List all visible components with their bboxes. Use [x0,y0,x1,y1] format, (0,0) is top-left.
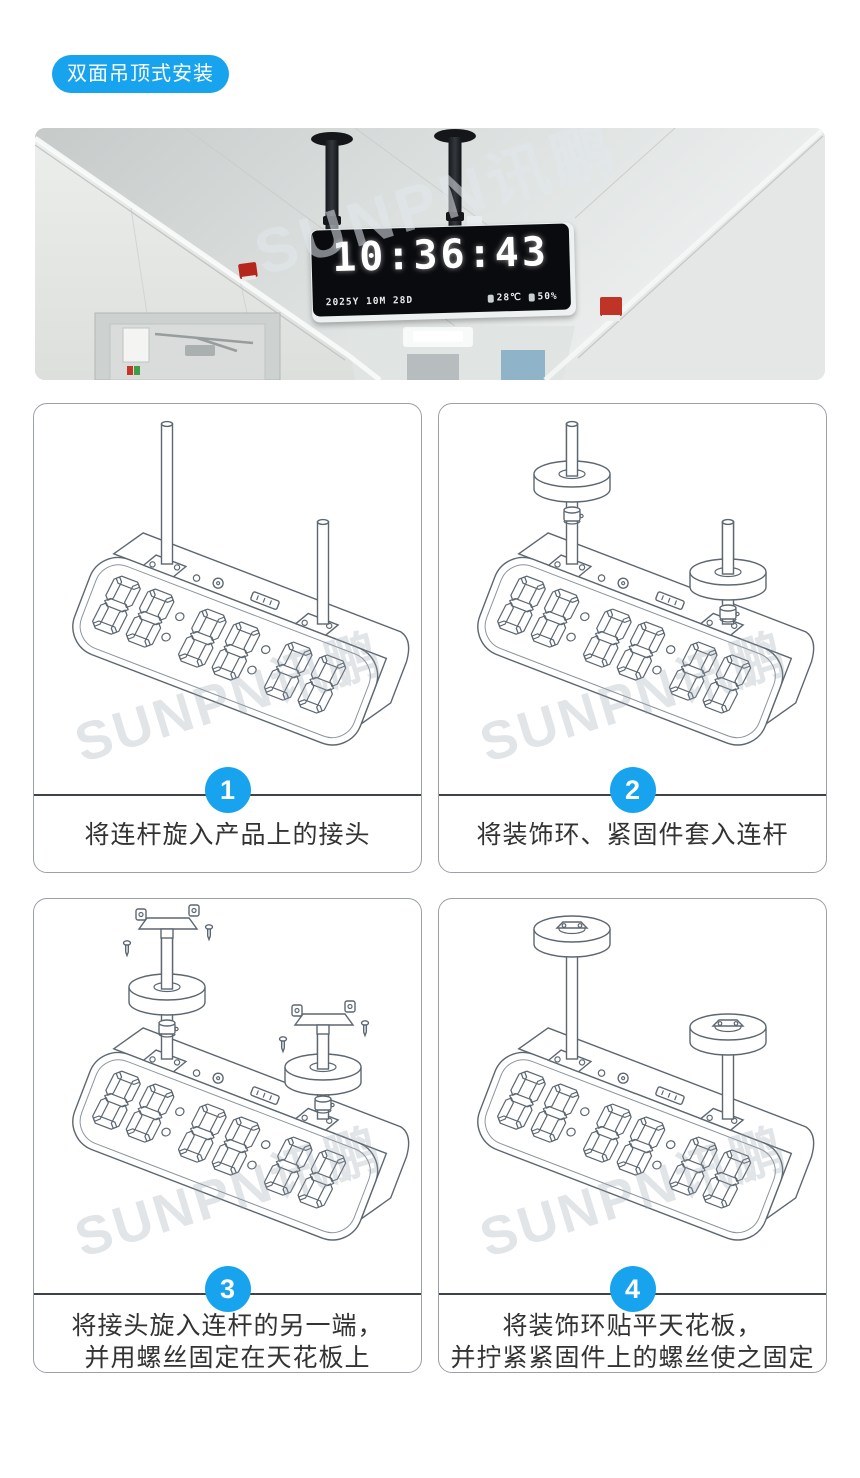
seven-segment-digits [91,575,346,714]
step-caption: 将装饰环、紧固件套入连杆 [476,821,789,849]
fastener [718,604,740,623]
step-caption: 将接头旋入连杆的另一端， 并用螺丝固定在天花板上 [71,1312,384,1372]
step-number-badge: 1 [204,767,251,813]
fastener [157,1019,179,1038]
ceiling-bracket [710,1019,745,1027]
ceiling-mount-pole-right [434,129,482,229]
alarm-strobe-left [238,262,258,281]
knob-icon [616,1072,629,1084]
clock-body [476,1027,814,1241]
knob-icon [211,577,224,589]
section-title-badge: 双面吊顶式安装 [52,55,229,93]
fastener [313,1095,335,1114]
step-panel-4: SUNPN讯鹏 4 将装饰环贴平天花板， 并拧紧紧固件上的螺丝使之固定 [438,898,827,1373]
ceiling-bracket [290,1000,356,1035]
step-caption: 将连杆旋入产品上的接头 [84,821,371,849]
step-caption: 将装饰环贴平天花板， 并拧紧紧固件上的螺丝使之固定 [450,1312,815,1372]
knob-icon [211,1072,224,1084]
ceiling-mount-pole-left [311,132,353,232]
step-2-illustration: SUNPN讯鹏 [439,404,826,795]
button-icon [192,1069,200,1077]
step-panel-1: SUNPN讯鹏 1 将连杆旋入产品上的接头 [33,403,422,873]
seven-segment-digits [91,1070,346,1209]
connecting-rod [721,518,734,575]
screw-icon [278,1036,287,1054]
ceiling-bracket [554,921,589,929]
door-indicator-green [134,366,140,375]
clock-time: 10:36:43 [331,229,550,282]
left-wall-trim-shadow [35,144,346,361]
connecting-rod [316,518,329,625]
screw-icon [204,924,213,942]
clock-line-art [71,420,409,746]
ceiling-bracket [134,904,200,939]
temperature-reading: 28℃ [496,291,522,304]
connecting-rod [565,420,578,477]
decorative-ring [127,973,206,1016]
mount-plate [141,554,187,578]
screw-icon [122,940,131,958]
seven-segment-digits [496,575,751,714]
seven-segment-digits [496,1070,751,1209]
door-indicator-red [127,366,133,375]
door-closer-body [185,345,215,356]
clock-display: 10:36:43 2025Y 10M 28D 28℃ 50% [310,223,572,317]
humidity-reading: 50% [537,290,558,303]
knob-icon [616,577,629,589]
mounting-flange [434,129,476,143]
connecting-rod [160,420,173,565]
pole-collar [446,212,464,221]
right-wall-trim [543,128,825,380]
mount-plate [546,1049,592,1073]
blue-door [501,350,545,380]
step-3-illustration: SUNPN讯鹏 [34,899,421,1290]
button-icon [597,1069,605,1077]
ceiling-light-core [413,331,463,342]
alarm-strobe-right [600,297,622,321]
door-closer-arm [154,332,254,353]
screw-icon [360,1020,369,1038]
step-number-badge: 2 [609,767,656,813]
clock-body [71,1027,409,1241]
clock-line-art [476,915,814,1241]
left-door-unit [94,312,281,380]
decorative-ring [532,915,611,958]
mounting-flange [311,132,353,146]
button-icon [192,574,200,582]
door-sign [122,327,150,363]
step-1-illustration: SUNPN讯鹏 [34,404,421,795]
step-panel-3: SUNPN讯鹏 3 将接头旋入连杆的另一端， 并用螺丝固定在天花板上 [33,898,422,1373]
step-number-badge: 4 [609,1266,656,1312]
installation-steps: SUNPN讯鹏 1 将连杆旋入产品上的接头 SUNPN讯鹏 2 将装饰环、紧固件… [33,403,827,1373]
temperature-icon [487,294,494,303]
clock-line-art [71,904,409,1241]
wall-clock: 10:36:43 2025Y 10M 28D 28℃ 50% [309,222,577,323]
product-photo: 10:36:43 2025Y 10M 28D 28℃ 50% SUNPN讯鹏 [35,128,825,380]
clock-body [476,532,814,746]
fastener [562,506,584,525]
decorative-ring [688,1013,767,1056]
clock-body [71,532,409,746]
button-icon [597,574,605,582]
clock-date: 2025Y 10M 28D [325,294,414,309]
humidity-icon [528,292,535,302]
step-4-illustration: SUNPN讯鹏 [439,899,826,1290]
decorative-ring [283,1053,362,1096]
corridor-opening [407,354,459,380]
clock-line-art [476,420,814,746]
mount-plate [141,1049,187,1073]
clock-environment: 28℃ 50% [487,290,558,304]
mount-plate [546,554,592,578]
pole-collar [323,216,341,225]
step-panel-2: SUNPN讯鹏 2 将装饰环、紧固件套入连杆 [438,403,827,873]
step-number-badge: 3 [204,1266,251,1312]
left-wall-trim [35,135,382,380]
